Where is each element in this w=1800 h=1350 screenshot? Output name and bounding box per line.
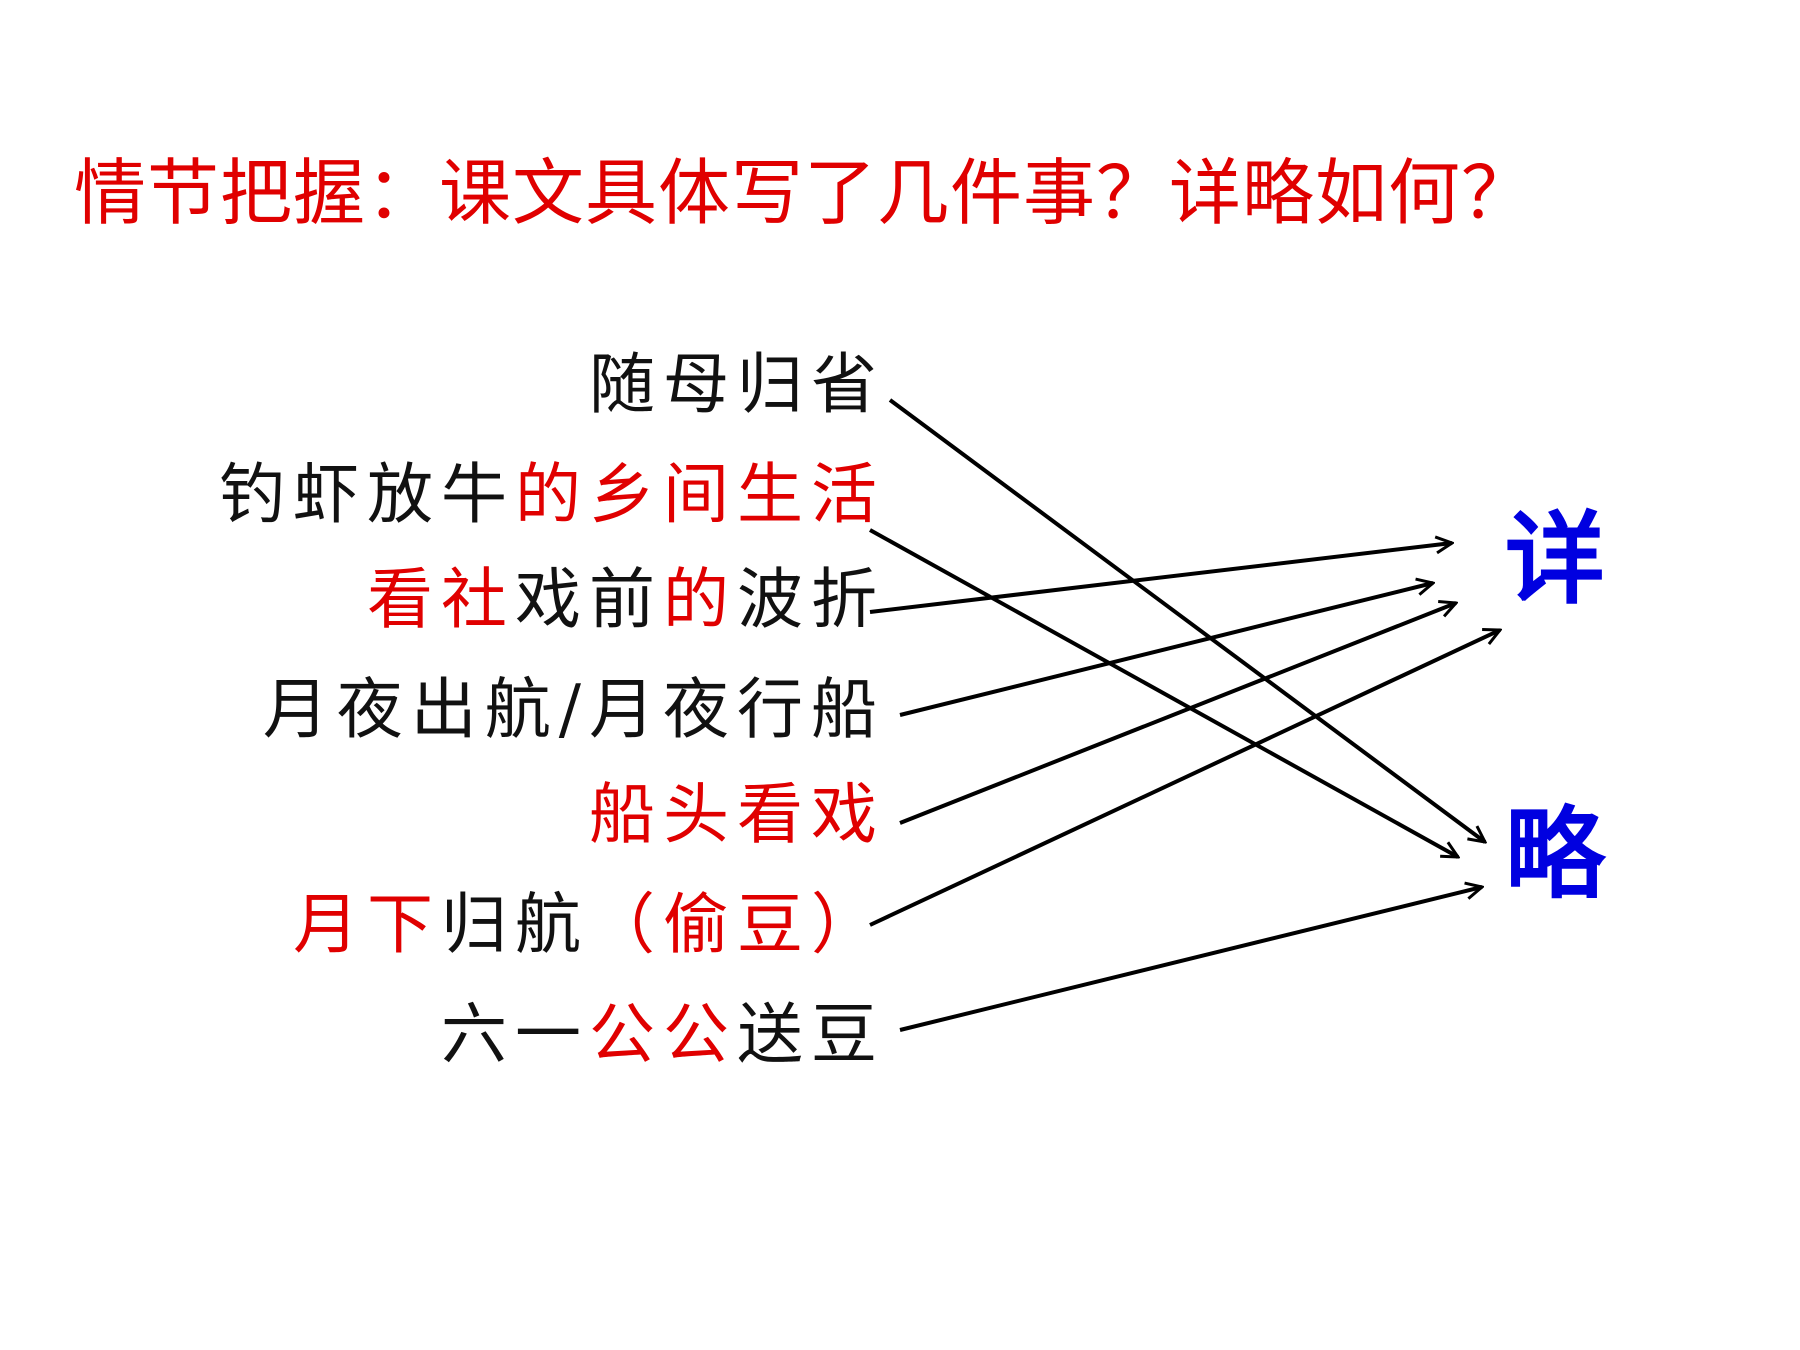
event-item: 随母归省 bbox=[589, 340, 885, 430]
arrow-detail bbox=[899, 583, 1433, 717]
brief-label: 略 bbox=[1505, 796, 1605, 913]
event-item: 看社戏前的波折 bbox=[367, 555, 885, 645]
event-text: 波折 bbox=[737, 561, 885, 638]
event-text-highlight: 公公 bbox=[589, 996, 737, 1073]
event-text: 戏前 bbox=[515, 561, 663, 638]
event-text-highlight: 船头看戏 bbox=[589, 776, 885, 853]
event-text: 月夜出航/月夜行船 bbox=[262, 671, 885, 748]
arrow-detail bbox=[869, 630, 1500, 927]
event-text: 钓虾放牛 bbox=[219, 456, 515, 533]
event-text-highlight: （偷豆） bbox=[589, 886, 885, 963]
event-item: 月夜出航/月夜行船 bbox=[263, 665, 885, 755]
slide-title: 情节把握：课文具体写了几件事？详略如何？ bbox=[74, 151, 1535, 235]
event-text-highlight: 月下 bbox=[293, 886, 441, 963]
detail-label: 详 bbox=[1505, 501, 1605, 618]
event-text: 随母归省 bbox=[589, 346, 885, 423]
arrow-brief bbox=[869, 528, 1458, 859]
event-text: 六一 bbox=[441, 996, 589, 1073]
event-item: 六一公公送豆 bbox=[441, 990, 885, 1080]
arrow-brief bbox=[888, 398, 1485, 842]
arrow-brief bbox=[899, 887, 1482, 1032]
event-text-highlight: 的 bbox=[663, 561, 737, 638]
arrow-detail bbox=[869, 543, 1452, 614]
event-item: 船头看戏 bbox=[589, 770, 885, 860]
arrow-detail bbox=[899, 603, 1456, 825]
event-text-highlight: 的乡间生活 bbox=[515, 456, 885, 533]
event-item: 月下归航（偷豆） bbox=[293, 880, 885, 970]
event-text: 送豆 bbox=[737, 996, 885, 1073]
event-item: 钓虾放牛的乡间生活 bbox=[219, 450, 885, 540]
event-text-highlight: 看社 bbox=[367, 561, 515, 638]
event-text: 归航 bbox=[441, 886, 589, 963]
